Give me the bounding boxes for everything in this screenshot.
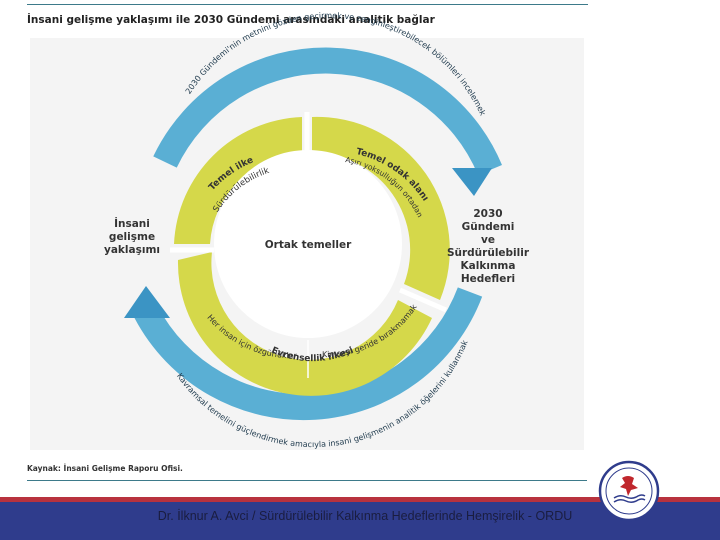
bottom-arc <box>134 287 483 420</box>
bottom-arc-arrowhead <box>124 286 170 318</box>
right-label-line-1: 2030 Gündemi <box>461 208 515 233</box>
center-circle <box>214 150 402 338</box>
source-note: Kaynak: İnsani Gelişme Raporu Ofisi. <box>27 464 183 473</box>
right-label-line-3: Sürdürülebilir <box>446 247 530 259</box>
left-label-line-1: İnsani <box>114 218 150 230</box>
top-arc <box>153 47 502 176</box>
bottom-rule <box>27 480 587 481</box>
ring-divider-right <box>399 287 447 313</box>
ring-segment-universality <box>177 252 432 396</box>
right-label-line-4: Kalkınma <box>460 260 516 272</box>
footer-band <box>0 497 720 502</box>
top-arc-arrowhead <box>452 168 492 196</box>
university-seal-icon <box>598 460 660 522</box>
ring-segment-sustainability <box>174 117 302 244</box>
left-label: İnsani gelişme yaklaşımı <box>100 218 164 257</box>
right-label-line-5: Hedefleri <box>460 273 516 285</box>
right-label-line-2: ve <box>481 234 495 246</box>
figure-title: İnsani gelişme yaklaşımı ile 2030 Gündem… <box>27 14 435 26</box>
right-label: 2030 Gündemi ve Sürdürülebilir Kalkınma … <box>446 208 530 286</box>
center-label: Ortak temeller <box>265 239 352 251</box>
top-rule <box>27 4 588 5</box>
footer-bar <box>0 502 720 540</box>
left-label-line-3: yaklaşımı <box>104 244 160 256</box>
footer-text: Dr. İlknur A. Avci / Sürdürülebilir Kalk… <box>157 509 573 523</box>
left-label-line-2: gelişme <box>108 231 156 243</box>
ring-segment-poverty <box>312 116 450 300</box>
